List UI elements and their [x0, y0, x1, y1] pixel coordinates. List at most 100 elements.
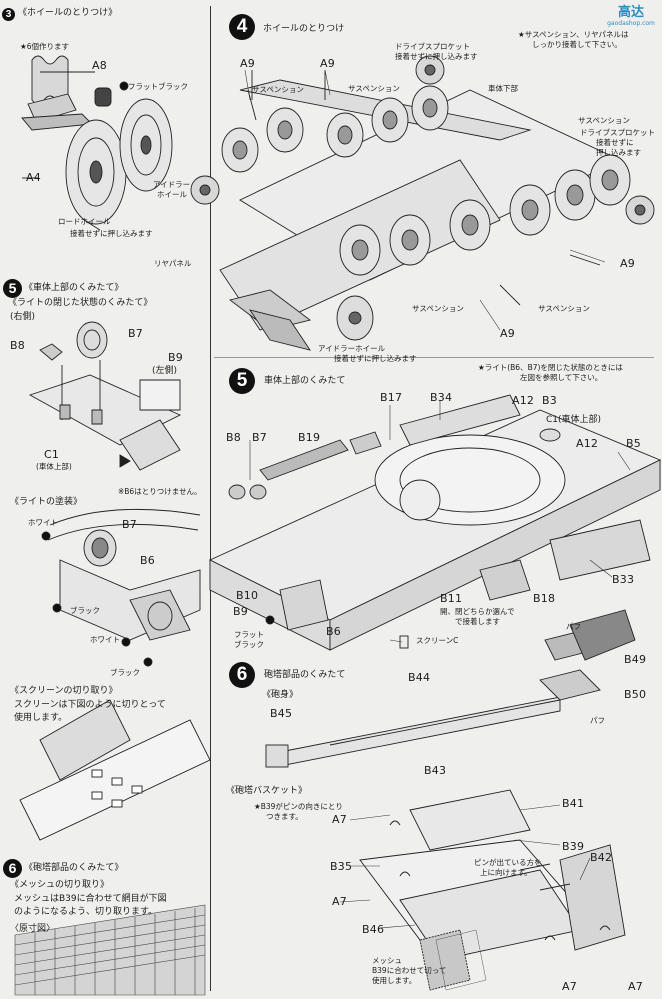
screen-line-1: スクリーンは下図のように切りとって: [14, 700, 166, 710]
step-6-title: 砲塔部品のくみたて: [264, 670, 346, 680]
ref-b5: B5: [626, 437, 641, 450]
ref-a9-3: A9: [620, 257, 635, 270]
watermark-sub: gaodashop.com: [607, 20, 655, 27]
flat-black-label-2: ブラック: [234, 640, 264, 649]
road-wheel-note: 接着せずに押し込みます: [70, 229, 153, 238]
ref-b50: B50: [624, 688, 647, 701]
step-4-title: ホイールのとりつけ: [263, 24, 345, 34]
sprocket-label-2: ドライブスプロケット: [580, 128, 655, 137]
section-divider: [214, 357, 654, 358]
ref-a12-2: A12: [576, 437, 599, 450]
idler-label-1: アイドラー: [153, 180, 191, 189]
white-label-2: ホワイト: [90, 635, 120, 644]
screen-line-2: 使用します。: [14, 713, 68, 723]
ref-b41: B41: [562, 797, 585, 810]
black-label-2: ブラック: [110, 668, 140, 677]
column-divider: [210, 6, 211, 991]
b11-note-1: 開、閉どちらか選んで: [440, 607, 515, 616]
ref-a7-2: A7: [332, 895, 347, 908]
turret-basket-drawing: [359, 789, 626, 991]
step-6-title-left: 《砲塔部品のくみたて》: [24, 863, 124, 873]
b11-note-2: で接着します: [455, 617, 500, 626]
sprocket-label-1: ドライブスプロケット: [395, 42, 470, 51]
ref-b44: B44: [408, 671, 431, 684]
shop-watermark-logo: 高达 gaodashop.com: [602, 2, 660, 28]
screen-sheet-diagram: [19, 699, 211, 841]
light-note-1: ★ライト(B6、B7)を閉じた状態のときには: [478, 363, 623, 372]
sprocket-note-2b: 押し込みます: [596, 148, 641, 157]
ref-b43: B43: [424, 764, 447, 777]
upper-hull-drawing: [208, 394, 662, 651]
ref-b46: B46: [362, 923, 385, 936]
step-4-marker: 4: [229, 14, 255, 40]
rear-panel-label: リヤパネル: [154, 259, 192, 268]
ref-a7-1: A7: [332, 813, 347, 826]
step-3-marker: 3: [2, 8, 15, 21]
ref-b9: B9: [233, 605, 248, 618]
ref-a8: A8: [92, 59, 107, 72]
ref-b7-left: B7: [128, 327, 143, 340]
ref-b6: B6: [326, 625, 341, 638]
ref-b6-paint: B6: [140, 554, 155, 567]
mesh-note-1: B39に合わせて切って: [372, 966, 447, 975]
flat-black-label-1: フラット: [234, 630, 264, 639]
sprocket-note-1: 接着せずに押し込みます: [395, 52, 478, 61]
light-painting-diagram: [41, 508, 201, 667]
sprocket-note-2a: 接着せずに: [596, 138, 634, 147]
ref-a7-4: A7: [628, 980, 643, 993]
puff-label-1: パフ: [566, 622, 581, 631]
left-side-label: (左側): [152, 366, 178, 376]
screen-c-label: スクリーンC: [416, 636, 459, 645]
ref-a9-2: A9: [320, 57, 335, 70]
ref-c1-upper-hull: C1(車体上部): [546, 415, 602, 425]
light-paint-title: 《ライトの塗装》: [10, 497, 83, 507]
mesh-cut-line-2: のようになるよう、切り取ります。: [14, 907, 158, 917]
mesh-label: メッシュ: [372, 956, 402, 965]
suspension-label-5: サスペンション: [538, 304, 590, 313]
mesh-cut-line-1: メッシュはB39に合わせて網目が下図: [14, 894, 167, 904]
suspension-label-1: サスペンション: [252, 85, 304, 94]
light-closed-diagram: [28, 321, 182, 471]
ref-b34: B34: [430, 391, 453, 404]
b39-note-1: ★B39がピンの向きにとり: [254, 802, 343, 811]
ref-b49: B49: [624, 653, 647, 666]
b6-note: ※B6はとりつけません。: [118, 487, 202, 496]
ref-b9-left: B9: [168, 351, 183, 364]
turret-basket-title: 《砲塔バスケット》: [226, 786, 308, 796]
pin-note-2: 上に向けます。: [480, 868, 532, 877]
ref-b19: B19: [298, 431, 321, 444]
step-5-title-left: 《車体上部のくみたて》: [24, 283, 124, 293]
mesh-note-2: 使用します。: [372, 976, 417, 985]
upper-hull-label-left: (車体上部): [36, 462, 72, 471]
lower-hull-label: 車体下部: [488, 84, 518, 93]
ref-a4: A4: [26, 171, 41, 184]
ref-a12-1: A12: [512, 394, 535, 407]
full-size-label: 〈原寸図〉: [10, 924, 56, 934]
suspension-label-4: サスペンション: [412, 304, 464, 313]
step-6-marker: 6: [229, 662, 255, 688]
ref-c1-left: C1: [44, 448, 60, 461]
ref-a7-3: A7: [562, 980, 577, 993]
watermark-main: 高达: [618, 4, 644, 20]
mesh-pattern: [14, 904, 206, 996]
lights-closed-title: 《ライトの閉じた状態のくみたて》: [8, 298, 153, 308]
idler-wheel-note: 接着せずに押し込みます: [334, 354, 417, 363]
step-4-note-1: ★サスペンション、リヤパネルは: [518, 30, 629, 39]
puff-label-2: パフ: [590, 716, 605, 725]
ref-b35: B35: [330, 860, 353, 873]
ref-b33: B33: [612, 573, 635, 586]
gun-barrel-title: 《砲身》: [262, 690, 299, 700]
ref-b8: B8: [226, 431, 241, 444]
white-label-1: ホワイト: [28, 518, 58, 527]
ref-b18: B18: [533, 592, 556, 605]
ref-b8-left: B8: [10, 339, 25, 352]
ref-b42: B42: [590, 851, 613, 864]
gun-barrel-drawing: [265, 609, 636, 768]
idler-label-2: ホイール: [157, 190, 187, 199]
ref-b7-paint: B7: [122, 518, 137, 531]
step-5-marker-left: 5: [3, 279, 22, 298]
idler-wheel-label: アイドラーホイール: [318, 344, 386, 353]
step-6-marker-left: 6: [3, 859, 22, 878]
